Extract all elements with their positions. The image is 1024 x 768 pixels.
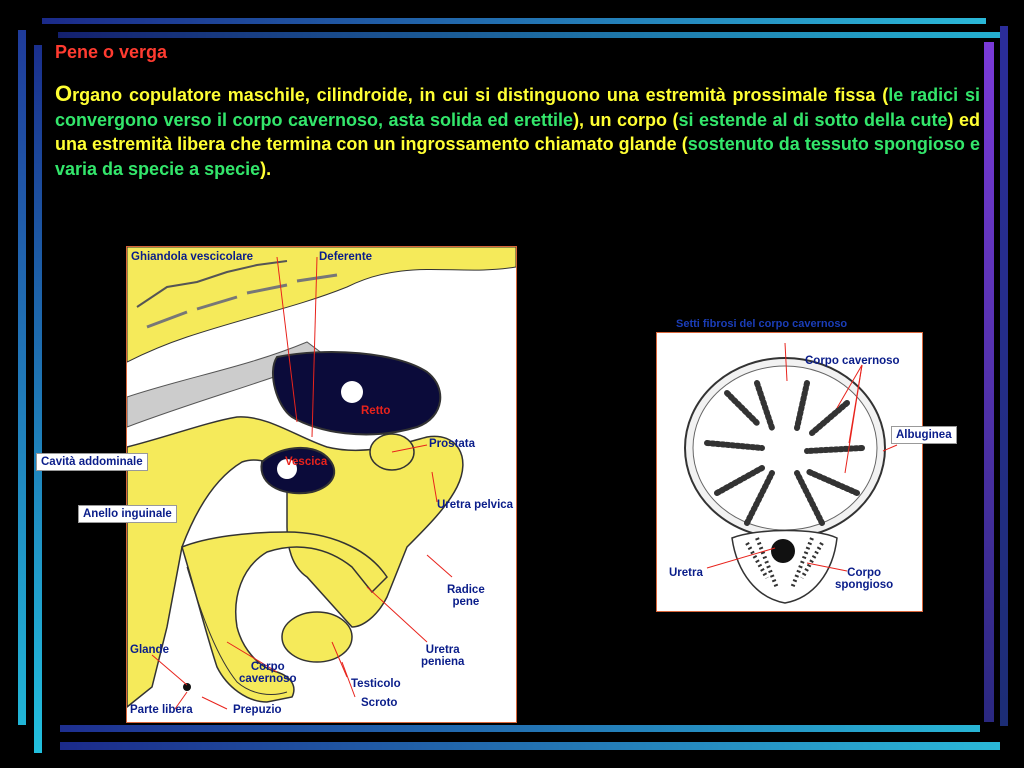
label-ghiandola-vescicolare: Ghiandola vescicolare [131, 251, 254, 263]
sagittal-section-figure: Ghiandola vescicolare Deferente Retto Pr… [126, 246, 517, 723]
label-deferente: Deferente [319, 251, 373, 263]
label-prostata: Prostata [429, 438, 476, 450]
label-albuginea: Albuginea [891, 426, 957, 444]
sagittal-section-drawing [127, 247, 516, 710]
frame-bar-top [42, 18, 986, 24]
body-text-part-2: ), un corpo ( [573, 109, 679, 130]
label-glande: Glande [130, 644, 169, 656]
label-parte-libera: Parte libera [130, 704, 193, 716]
cross-section-drawing [684, 342, 898, 604]
body-text-part-1: rgano copulatore maschile, cilindroide, … [72, 85, 889, 105]
body-highlight-3: sostenuto da tessuto spongioso e varia d… [55, 134, 980, 179]
label-uretra-right: Uretra [669, 567, 703, 579]
label-retto: Retto [361, 405, 391, 417]
body-highlight-2: si estende al di sotto della cute [678, 109, 948, 130]
label-vescica: Vescica [285, 456, 328, 468]
label-corpo-cavernoso-right: Corpo cavernoso [805, 355, 900, 367]
frame-bar-top-inner [58, 32, 1002, 38]
frame-bar-bottom [60, 742, 1000, 750]
slide-body-text: Organo copulatore maschile, cilindroide,… [55, 81, 981, 181]
frame-bar-right-outer [1000, 26, 1008, 726]
frame-bar-right [984, 42, 994, 722]
label-scroto: Scroto [361, 697, 398, 709]
drop-letter: O [55, 81, 73, 106]
label-anello-inguinale: Anello inguinale [78, 505, 177, 523]
label-prepuzio: Prepuzio [233, 704, 282, 716]
body-highlight-1: le radici si convergono verso il corpo c… [55, 85, 980, 130]
label-setti-fibrosi: Setti fibrosi del corpo cavernoso [676, 318, 848, 330]
frame-bar-left [18, 30, 26, 725]
label-uretra-pelvica: Uretra pelvica [437, 499, 514, 511]
label-cavita-addominale: Cavità addominale [36, 453, 148, 471]
frame-bar-left-inner [34, 45, 42, 753]
body-text-part-4: ). [260, 158, 272, 179]
frame-bar-bottom-inner [60, 725, 980, 732]
body-text-part-3: ) ed una estremità libera che termina co… [55, 109, 981, 155]
label-testicolo: Testicolo [351, 678, 401, 690]
slide-title: Pene o verga [55, 42, 168, 62]
